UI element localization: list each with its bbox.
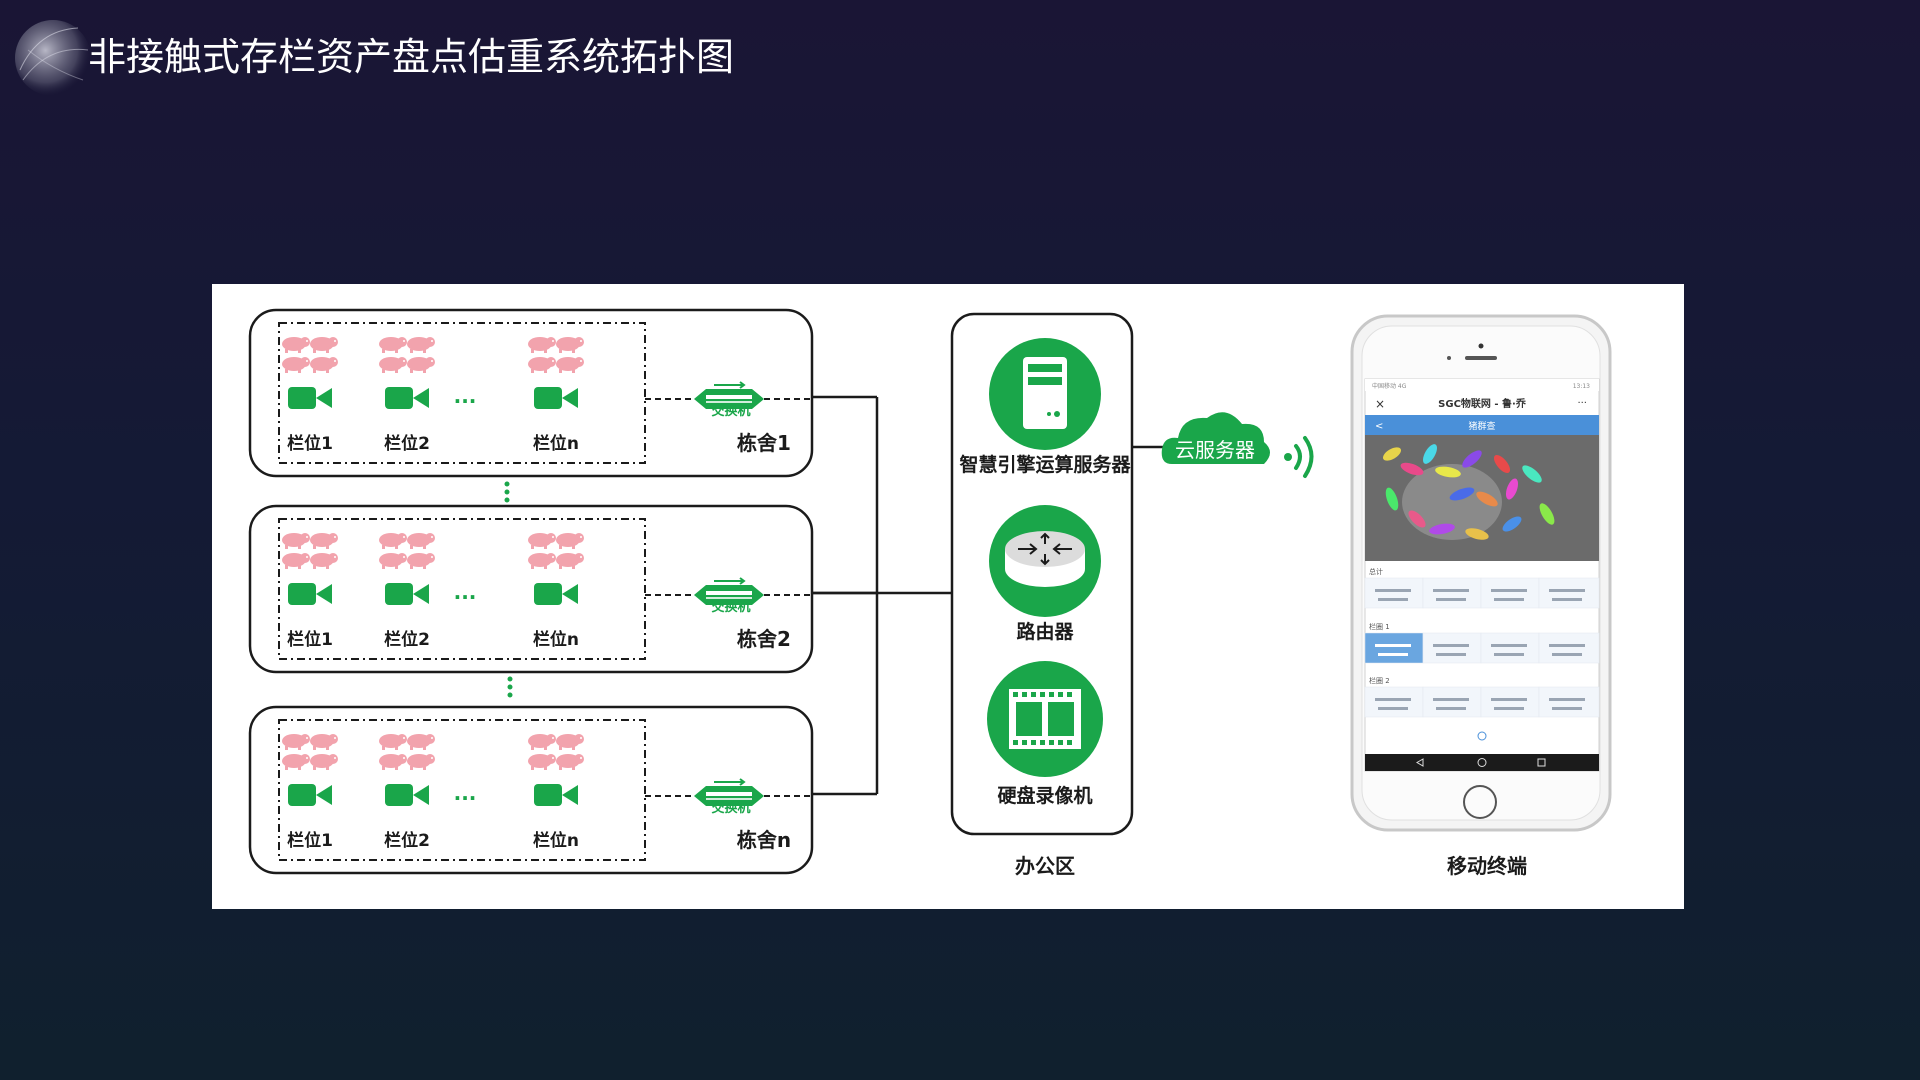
camera-icon <box>385 387 429 409</box>
barn-outline <box>248 504 814 674</box>
server-icon <box>989 338 1101 450</box>
office-label: 办公区 <box>1015 854 1075 878</box>
camera-icon <box>534 784 578 806</box>
app-close-icon[interactable]: × <box>1375 397 1385 411</box>
pig-group-icon <box>282 533 338 569</box>
pen-label: 栏位n <box>533 629 579 650</box>
camera-icon <box>385 784 429 806</box>
svg-text:中国移动 4G: 中国移动 4G <box>1372 382 1407 390</box>
app-more-icon[interactable]: ··· <box>1577 398 1587 409</box>
pig-group-icon <box>528 533 584 569</box>
wireless-signal-icon <box>1284 436 1314 478</box>
pen-label: 栏位1 <box>287 830 333 851</box>
app-tab-label: 猪群查 <box>1468 420 1495 432</box>
stats-section-pen2: 栏圈 2 <box>1369 676 1390 685</box>
pen-area-outline <box>278 719 646 861</box>
switch-label: 交换机 <box>711 599 750 615</box>
pen-ellipsis: ··· <box>454 585 477 609</box>
svg-text:13:13: 13:13 <box>1573 383 1590 390</box>
barn-outline <box>248 705 814 875</box>
pen-ellipsis: ··· <box>454 786 477 810</box>
server-label: 智慧引擎运算服务器 <box>959 453 1131 476</box>
barn-name: 栋舍2 <box>737 627 791 651</box>
router-icon <box>989 505 1101 617</box>
pig-group-icon <box>379 533 435 569</box>
stats-section-pen1: 栏圈 1 <box>1369 622 1390 631</box>
app-back-icon[interactable]: < <box>1375 421 1383 432</box>
pen-label: 栏位2 <box>384 830 430 851</box>
mobile-phone: 中国移动 4G 13:13 × SGC物联网 - 鲁·乔 ··· < 猪群查 <box>1350 314 1612 832</box>
pen-label: 栏位n <box>533 830 579 851</box>
camera-icon <box>288 583 332 605</box>
pen-label: 栏位1 <box>287 629 333 650</box>
camera-icon <box>288 387 332 409</box>
network-links <box>812 395 952 796</box>
stats-section-total: 总计 <box>1369 567 1383 576</box>
pen-area-outline <box>278 322 646 464</box>
barn-name: 栋舍1 <box>737 431 791 455</box>
camera-icon <box>385 583 429 605</box>
pen-ellipsis: ··· <box>454 389 477 413</box>
nvr-icon <box>987 661 1103 777</box>
pen-area-outline <box>278 518 646 660</box>
cloud-icon <box>1161 412 1270 464</box>
nvr-label: 硬盘录像机 <box>997 784 1092 807</box>
cloud-label: 云服务器 <box>1175 438 1255 462</box>
camera-icon <box>534 583 578 605</box>
camera-icon <box>534 387 578 409</box>
pig-detection-overlay <box>1382 444 1555 540</box>
switch-label: 交换机 <box>711 800 750 816</box>
pig-group-icon <box>379 337 435 373</box>
barn-continuation-dots <box>504 481 513 698</box>
app-title: SGC物联网 - 鲁·乔 <box>1438 397 1527 410</box>
pig-group-icon <box>528 734 584 770</box>
pen-label: 栏位2 <box>384 433 430 454</box>
globe-logo-icon <box>15 20 91 96</box>
pig-group-icon <box>528 337 584 373</box>
pig-group-icon <box>282 337 338 373</box>
pig-group-icon <box>379 734 435 770</box>
pen-label: 栏位1 <box>287 433 333 454</box>
office-box <box>950 312 1134 836</box>
pen-label: 栏位2 <box>384 629 430 650</box>
page-title: 非接触式存栏资产盘点估重系统拓扑图 <box>88 35 735 79</box>
switch-label: 交换机 <box>711 403 750 419</box>
pen-label: 栏位n <box>533 433 579 454</box>
router-label: 路由器 <box>1016 620 1074 643</box>
pig-group-icon <box>282 734 338 770</box>
barn-name: 栋舍n <box>737 828 791 852</box>
camera-icon <box>288 784 332 806</box>
barn-outline <box>248 308 814 478</box>
mobile-label: 移动终端 <box>1447 854 1527 878</box>
